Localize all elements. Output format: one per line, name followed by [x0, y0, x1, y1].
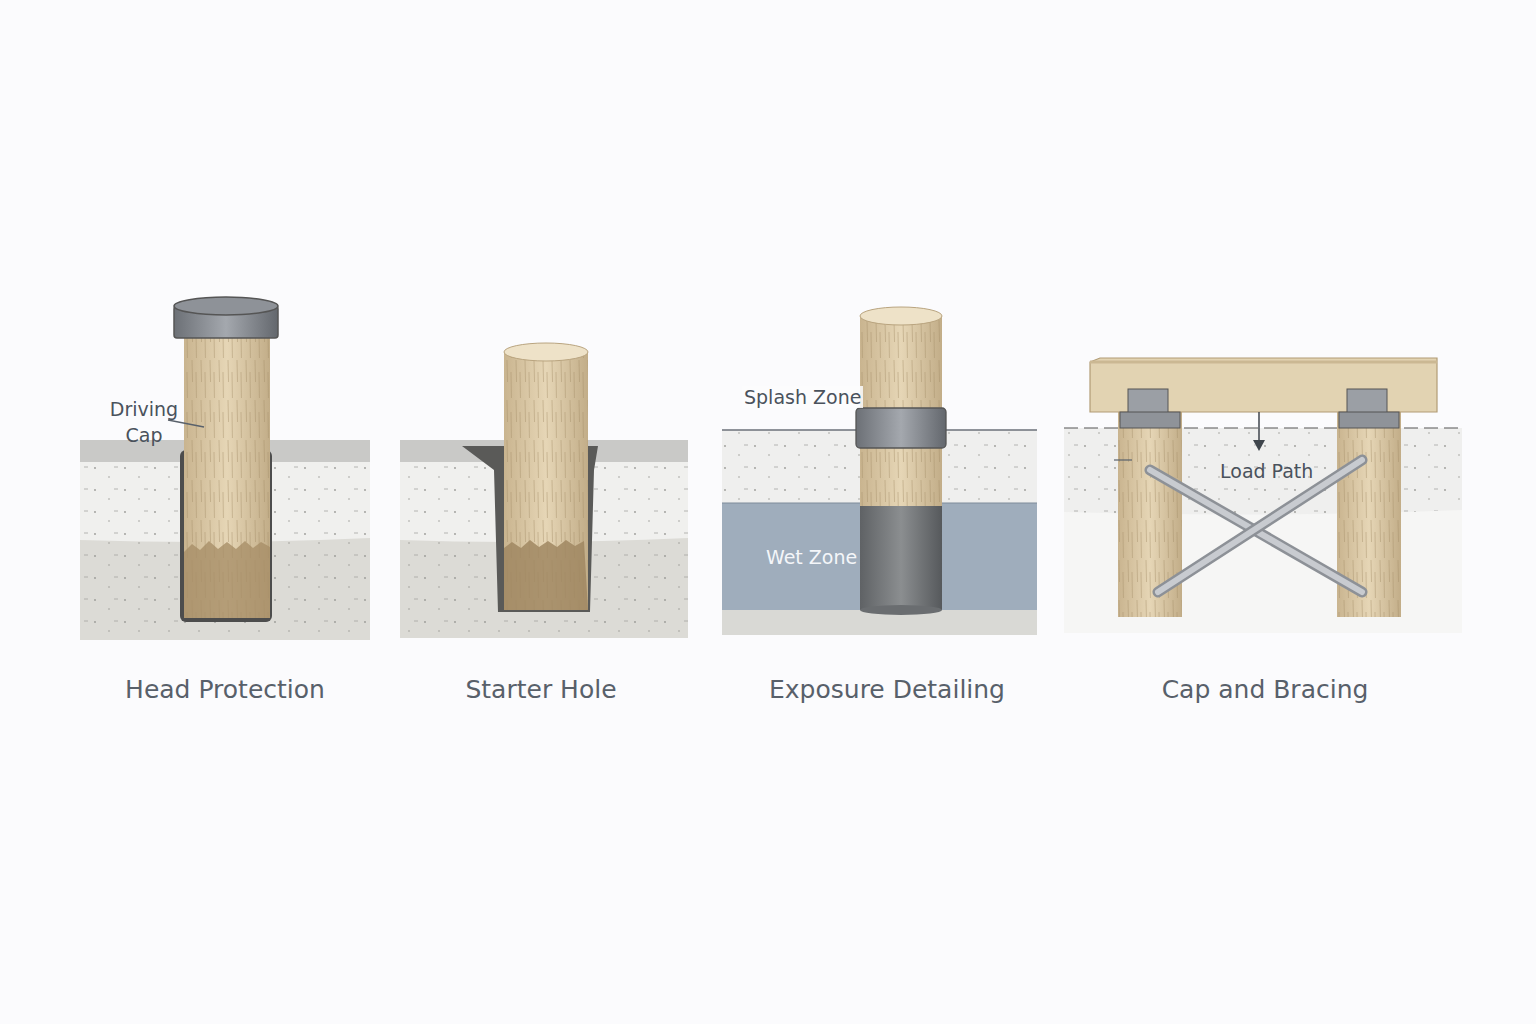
- starter-hole-panel: [400, 343, 688, 638]
- panel-caption: Exposure Detailing: [769, 675, 1005, 704]
- zone-label: Splash Zone: [742, 386, 863, 408]
- panel-caption: Cap and Bracing: [1162, 675, 1369, 704]
- arrow-label: Load Path: [1220, 460, 1313, 482]
- exposure-detailing-panel: [722, 307, 1037, 635]
- zone-label: Wet Zone: [766, 546, 857, 568]
- panel-caption: Starter Hole: [465, 675, 616, 704]
- callout-label: Driving Cap: [104, 397, 184, 448]
- head-protection-panel: [80, 297, 370, 640]
- cap-and-bracing-panel: [1064, 358, 1462, 633]
- panel-caption: Head Protection: [125, 675, 325, 704]
